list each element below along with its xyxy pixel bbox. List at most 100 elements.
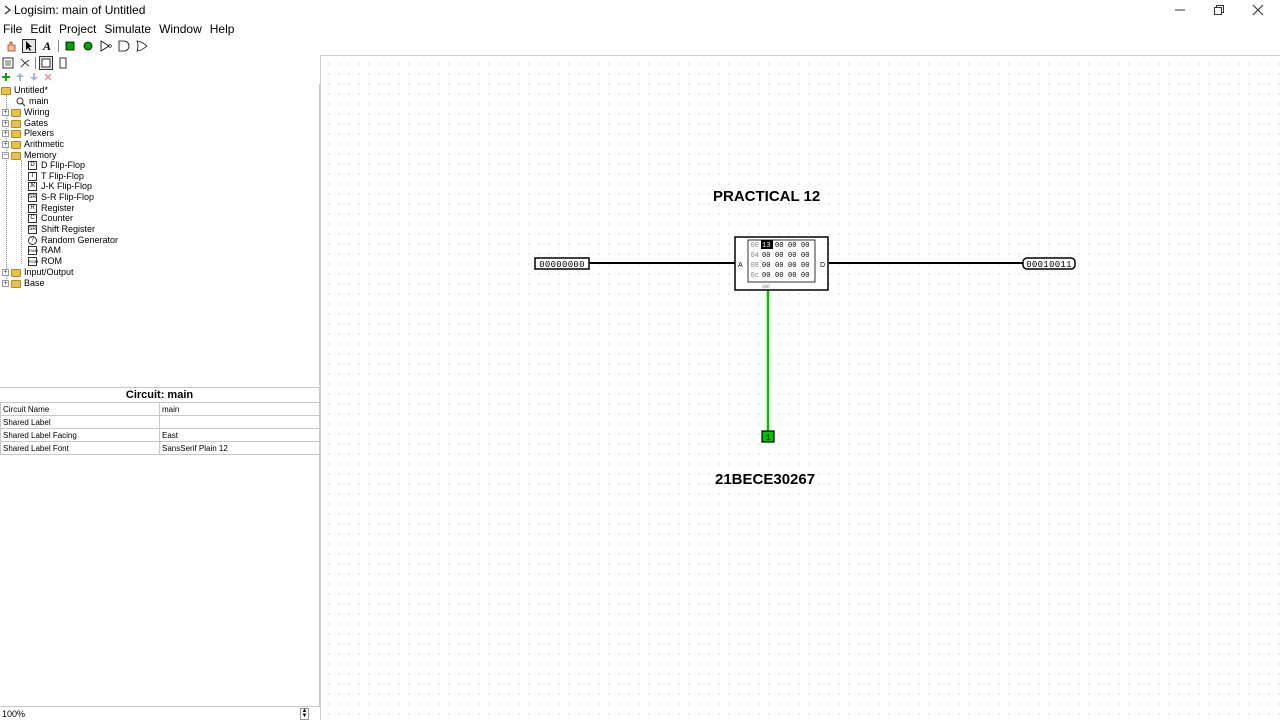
menu-bar: File Edit Project Simulate Window Help [0, 20, 1280, 38]
rom-cell[interactable]: 00 [801, 242, 809, 250]
folder-icon [11, 140, 21, 149]
rom-cell[interactable]: 00 [788, 242, 796, 250]
attribute-value-label-facing[interactable]: East [159, 428, 320, 442]
circuit-canvas[interactable]: PRACTICAL 12 21BECE30267 00000000 000100… [320, 55, 1280, 720]
input-pin-button[interactable] [63, 39, 77, 53]
student-id-label[interactable]: 21BECE30267 [715, 471, 816, 488]
not-gate-button[interactable] [99, 39, 113, 53]
menu-project[interactable]: Project [59, 22, 97, 36]
rom-cell[interactable]: 00 [801, 252, 809, 260]
tree-library-arithmetic[interactable]: + Arithmetic [2, 139, 64, 150]
menu-edit[interactable]: Edit [30, 22, 52, 36]
expand-icon[interactable]: + [2, 269, 9, 276]
menu-window[interactable]: Window [159, 22, 202, 36]
select-input-pin[interactable]: 1 [761, 430, 775, 443]
edit-appearance-button[interactable] [56, 56, 70, 70]
attribute-value-label-font[interactable]: SansSerif Plain 12 [159, 441, 320, 455]
tree-item-sr-flip-flop[interactable]: SR S-R Flip-Flop [28, 192, 94, 203]
tree-library-wiring[interactable]: + Wiring [2, 107, 50, 118]
t-flip-flop-icon: T [28, 172, 37, 181]
tree-library-base[interactable]: + Base [2, 278, 45, 289]
rom-cell[interactable]: 00 [788, 262, 796, 270]
tree-item-ram[interactable]: RAM RAM [28, 245, 61, 256]
tree-project-untitled[interactable]: Untitled* [1, 85, 48, 96]
rom-cell[interactable]: 00 [775, 242, 783, 250]
tree-guide [6, 95, 7, 285]
folder-icon [11, 129, 21, 138]
poke-tool-button[interactable] [4, 39, 18, 53]
or-gate-button[interactable] [135, 39, 149, 53]
restore-button[interactable] [1199, 0, 1239, 20]
tree-item-rom[interactable]: ROM ROM [28, 256, 62, 267]
tree-label: Input/Output [24, 267, 74, 277]
simulation-view-button[interactable] [18, 56, 32, 70]
tree-item-t-flip-flop[interactable]: T T Flip-Flop [28, 171, 84, 182]
tree-item-random-generator[interactable]: ? Random Generator [28, 235, 118, 246]
toolbox-view-button[interactable] [1, 56, 15, 70]
rom-cell[interactable]: 00 [762, 262, 770, 270]
rom-cell[interactable]: 00 [788, 252, 796, 260]
expand-icon[interactable]: + [2, 120, 9, 127]
collapse-icon[interactable]: − [2, 152, 9, 159]
rom-cell[interactable]: 00 [762, 252, 770, 260]
tree-circuit-main[interactable]: main [16, 96, 49, 107]
expand-icon[interactable]: + [2, 109, 9, 116]
tools-toolbar: A [0, 38, 320, 54]
shift-register-icon: SR [28, 225, 37, 234]
tree-library-plexers[interactable]: + Plexers [2, 128, 54, 139]
remove-circuit-icon[interactable] [43, 72, 53, 82]
attribute-row: Shared Label [0, 415, 320, 429]
expand-icon[interactable]: + [2, 130, 9, 137]
attribute-key: Circuit Name [0, 402, 160, 416]
data-output-pin[interactable]: 00010011 [1022, 257, 1076, 270]
add-circuit-icon[interactable] [1, 72, 11, 82]
address-input-pin[interactable]: 00000000 [534, 257, 590, 270]
rom-cell[interactable]: 00 [775, 272, 783, 280]
tree-label: Untitled* [14, 85, 49, 95]
jk-flip-flop-icon: JK [28, 182, 37, 191]
rom-cell[interactable]: 00 [801, 262, 809, 270]
tree-label: Shift Register [41, 224, 96, 234]
rom-cell[interactable]: 00 [775, 262, 783, 270]
register-icon: R [28, 204, 37, 213]
menu-help[interactable]: Help [209, 22, 235, 36]
tree-item-counter[interactable]: C Counter [28, 213, 73, 224]
counter-icon: C [28, 214, 37, 223]
and-gate-button[interactable] [117, 39, 131, 53]
menu-simulate[interactable]: Simulate [104, 22, 152, 36]
tree-item-shift-register[interactable]: SR Shift Register [28, 224, 95, 235]
tree-library-gates[interactable]: + Gates [2, 118, 48, 129]
text-tool-button[interactable]: A [40, 39, 54, 53]
practical-title-label[interactable]: PRACTICAL 12 [713, 188, 821, 205]
tree-item-d-flip-flop[interactable]: D D Flip-Flop [28, 160, 85, 171]
move-down-icon[interactable] [29, 72, 39, 82]
attribute-value-circuit-name[interactable]: main [159, 402, 320, 416]
minimize-button[interactable] [1160, 0, 1200, 20]
move-up-icon[interactable] [15, 72, 25, 82]
zoom-spinner[interactable]: ▲▼ [300, 708, 309, 720]
close-button[interactable] [1238, 0, 1278, 20]
zoom-value[interactable]: 100% [2, 709, 26, 719]
tree-library-memory[interactable]: − Memory [2, 150, 57, 161]
menu-file[interactable]: File [3, 22, 23, 36]
rom-cell[interactable]: 00 [801, 272, 809, 280]
output-pin-button[interactable] [81, 39, 95, 53]
rom-cell[interactable]: 00 [775, 252, 783, 260]
edit-layout-button[interactable] [39, 55, 53, 70]
tree-item-register[interactable]: R Register [28, 203, 75, 214]
expand-icon[interactable]: + [2, 280, 9, 287]
folder-icon [1, 86, 11, 95]
tree-library-input-output[interactable]: + Input/Output [2, 267, 74, 278]
select-tool-button[interactable] [22, 39, 36, 53]
attribute-value-shared-label[interactable] [159, 415, 320, 429]
tree-guide [21, 160, 22, 264]
tree-label: Wiring [24, 107, 50, 117]
rom-cell[interactable]: 00 [762, 272, 770, 280]
tree-item-jk-flip-flop[interactable]: JK J-K Flip-Flop [28, 181, 92, 192]
tree-label: Counter [41, 213, 74, 223]
rom-cell[interactable]: 13 [762, 242, 770, 250]
rom-cell[interactable]: 00 [788, 272, 796, 280]
expand-icon[interactable]: + [2, 141, 9, 148]
